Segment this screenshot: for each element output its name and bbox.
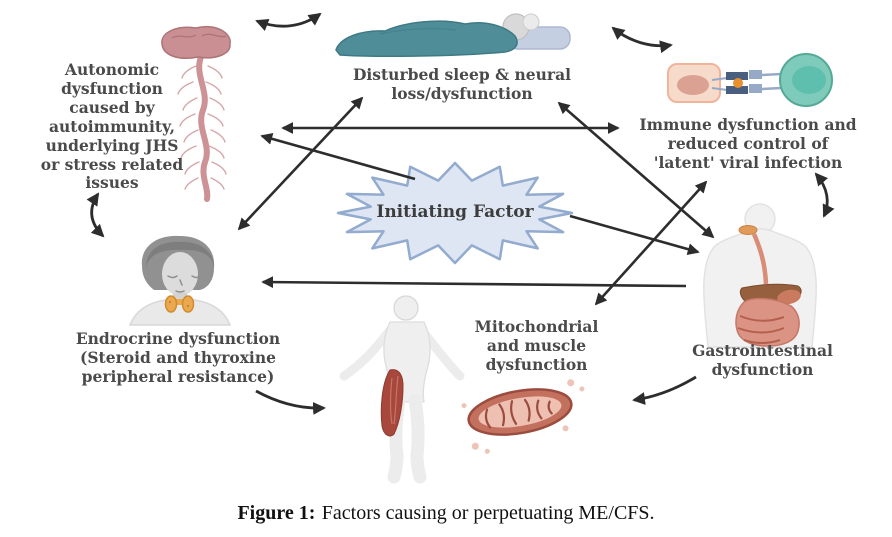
arrow-endocrine-sleep	[237, 96, 364, 231]
arrow-initiating-gastro	[569, 214, 700, 256]
arrow-endocrine-mitochondrial	[255, 389, 326, 415]
immune-label: Immune dysfunction and reduced control o…	[639, 115, 857, 172]
figure-caption: Figure 1:Factors causing or perpetuating…	[0, 502, 892, 525]
mitochondrion-illustration	[461, 379, 585, 454]
arrow-gastro-endocrine	[261, 276, 687, 289]
arrow-gastro-mitochondrial	[632, 375, 697, 405]
endocrine-label: Endrocrine dysfunction (Steroid and thyr…	[75, 329, 281, 386]
sleeping-person-illustration	[335, 13, 571, 57]
arrow-mitochondrial-immune	[594, 180, 708, 306]
relationship-arrows	[86, 12, 835, 415]
immune-cells-illustration	[667, 53, 833, 107]
brain-spinal-cord-illustration	[161, 26, 231, 202]
arrow-sleep-immune	[611, 26, 673, 54]
sleep-label: Disturbed sleep & neural loss/dysfunctio…	[352, 65, 572, 103]
gastrointestinal-label: Gastrointestinal dysfunction	[692, 341, 833, 379]
body-muscle-illustration	[339, 295, 465, 484]
arrow-autonomic-sleep	[255, 12, 322, 31]
endocrine-woman-illustration	[128, 235, 232, 326]
autonomic-label: Autonomic dysfunction caused by autoimmu…	[40, 60, 184, 193]
figure-caption-text: Factors causing or perpetuating ME/CFS.	[321, 502, 655, 524]
figure-caption-number: Figure 1:	[237, 502, 316, 524]
arrow-initiating-autonomic	[260, 132, 416, 181]
gastrointestinal-illustration	[703, 203, 817, 348]
arrow-immune-gastro	[814, 172, 835, 218]
initiating-factor-label: Initiating Factor	[376, 202, 534, 222]
arrow-autonomic-endocrine	[86, 192, 105, 238]
mitochondrial-label: Mitochondrial and muscle dysfunction	[474, 317, 599, 374]
